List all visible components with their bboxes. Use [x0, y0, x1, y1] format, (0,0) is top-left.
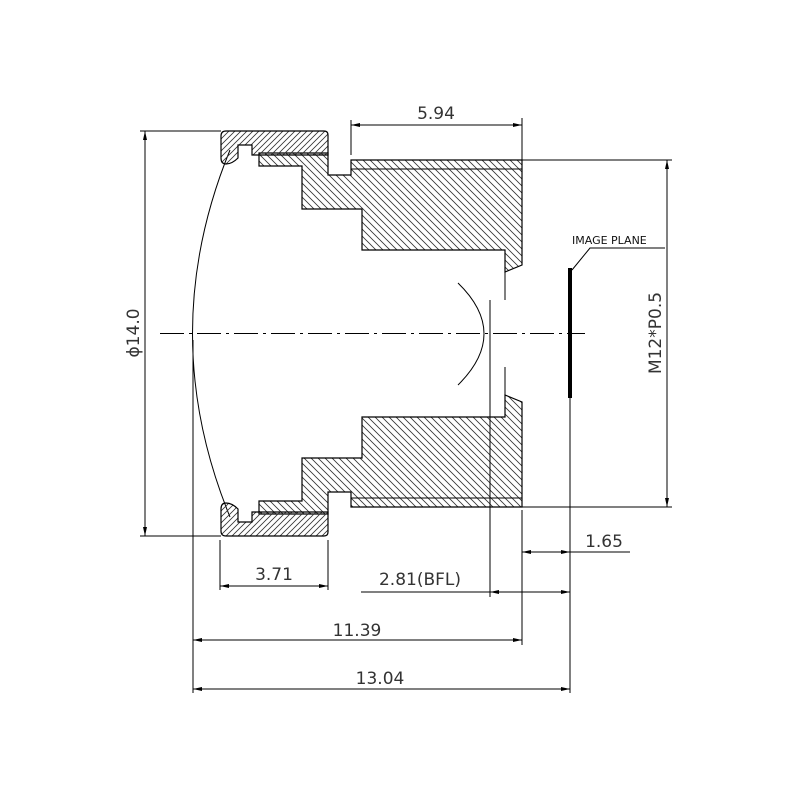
svg-text:M12*P0.5: M12*P0.5	[646, 292, 666, 374]
dim-thread-length: 5.94	[350, 104, 523, 160]
rear-lens-surface	[457, 282, 485, 386]
cap-bottom-section	[220, 502, 329, 537]
dim-thread-spec: M12*P0.5	[522, 159, 672, 508]
svg-text:1.65: 1.65	[585, 532, 623, 552]
dim-back-focal-length: 2.81(BFL)	[361, 570, 570, 593]
cap-top-section	[220, 130, 329, 165]
dim-total-length: 13.04	[193, 669, 570, 690]
svg-text:11.39: 11.39	[333, 621, 382, 641]
barrel-top-section	[258, 152, 523, 273]
arrowheads	[143, 123, 669, 691]
svg-text:ϕ14.0: ϕ14.0	[124, 308, 144, 357]
dim-barrel-length: 11.39	[193, 621, 522, 641]
dim-cap-length: 3.71	[220, 565, 328, 587]
dim-outer-diameter: ϕ14.0	[124, 130, 221, 537]
svg-text:3.71: 3.71	[255, 565, 293, 585]
svg-text:2.81(BFL): 2.81(BFL)	[379, 570, 461, 590]
dim-flange-offset: 1.65	[522, 532, 630, 553]
svg-text:13.04: 13.04	[356, 669, 405, 689]
image-plane-leader	[571, 247, 665, 271]
svg-text:5.94: 5.94	[417, 104, 455, 124]
front-lens-surface	[192, 149, 231, 518]
image-plane-label: IMAGE PLANE	[572, 234, 647, 247]
barrel-bottom-section	[258, 394, 523, 515]
